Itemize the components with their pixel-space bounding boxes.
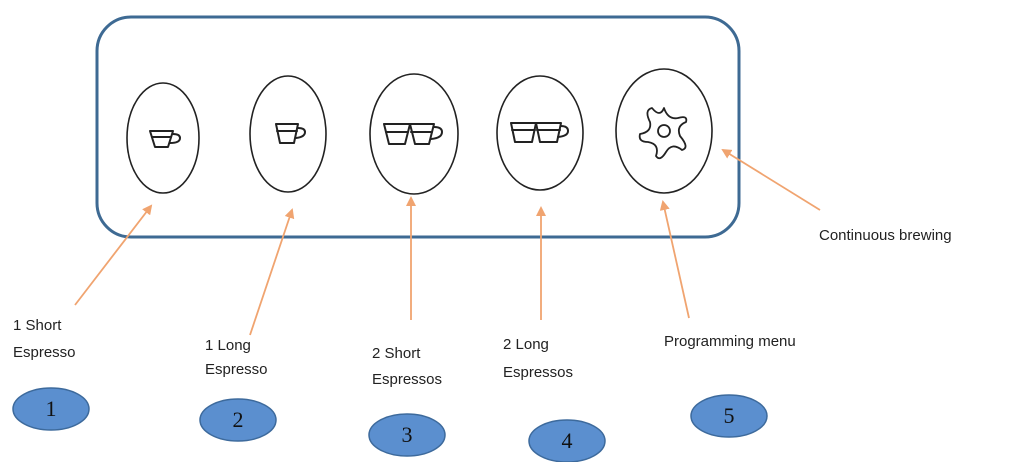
badge-2 xyxy=(199,398,277,442)
badge-1 xyxy=(12,387,90,431)
short-cup-icon xyxy=(149,130,181,148)
arrow-continuous xyxy=(721,148,821,211)
badge-number-3: 3 xyxy=(401,422,413,447)
button-3-two-short-espressos[interactable] xyxy=(369,73,459,195)
arrow-2 xyxy=(249,208,295,336)
badge-number-4: 4 xyxy=(561,428,573,453)
two-long-cups-icon xyxy=(510,122,569,143)
label-2-short-espressos-line1: 2 Short xyxy=(372,345,421,362)
label-1-short-espresso-line1: 1 Short xyxy=(13,317,62,334)
badge-3 xyxy=(368,413,446,457)
badge-5 xyxy=(690,394,768,438)
label-programming-menu: Programming menu xyxy=(664,333,796,350)
button-5-programming-menu[interactable] xyxy=(615,68,713,194)
callout-arrows xyxy=(74,148,821,336)
badge-number-2: 2 xyxy=(232,407,244,432)
arrow-5 xyxy=(659,200,690,319)
number-badges xyxy=(12,387,768,462)
two-short-cups-icon xyxy=(383,123,443,145)
star-icon xyxy=(638,107,688,160)
button-4-two-long-espressos[interactable] xyxy=(496,75,584,191)
button-2-long-espresso[interactable] xyxy=(249,75,327,193)
button-1-short-espresso[interactable] xyxy=(126,82,200,194)
label-continuous-brewing: Continuous brewing xyxy=(819,227,952,244)
label-2-short-espressos-line2: Espressos xyxy=(372,371,443,388)
label-1-long-espresso-line2: Espresso xyxy=(205,361,268,378)
long-cup-icon xyxy=(275,123,306,144)
label-2-long-espressos-line2: Espressos xyxy=(503,364,574,381)
arrow-1 xyxy=(74,204,153,306)
badge-number-5: 5 xyxy=(723,403,735,428)
label-1-short-espresso-line2: Espresso xyxy=(13,344,76,361)
label-2-long-espressos-line1: 2 Long xyxy=(503,336,549,353)
label-1-long-espresso-line1: 1 Long xyxy=(205,337,251,354)
badge-4 xyxy=(528,419,606,462)
badge-number-1: 1 xyxy=(45,396,57,421)
